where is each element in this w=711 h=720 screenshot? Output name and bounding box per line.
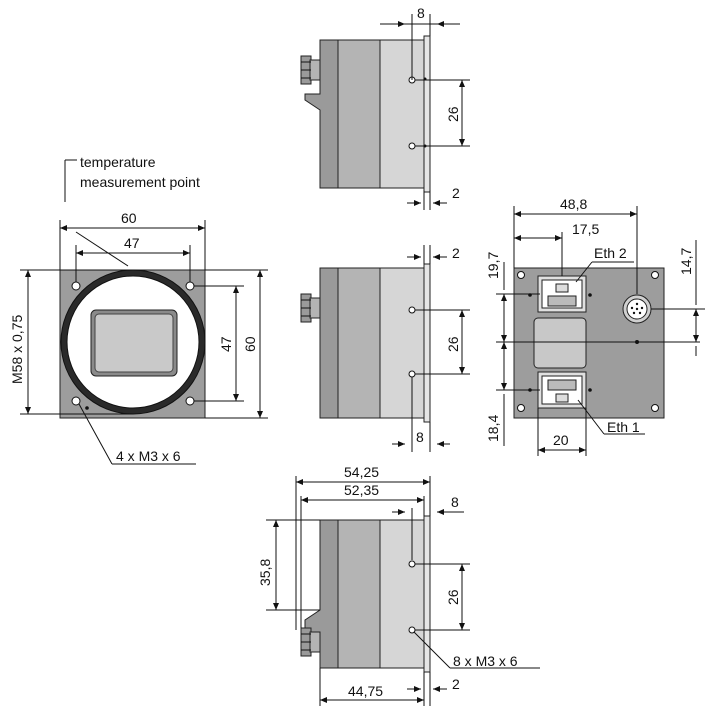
eth1-port bbox=[537, 371, 587, 409]
side-dim-8: 8 bbox=[416, 429, 424, 445]
front-dim-thread: M58 x 0,75 bbox=[9, 315, 25, 384]
front-hole-tl bbox=[71, 281, 81, 291]
top-view: 8 26 2 bbox=[300, 5, 470, 210]
rear-dim-19-7: 19,7 bbox=[485, 252, 501, 279]
bottom-holes-label: 8 x M3 x 6 bbox=[453, 653, 518, 669]
bottom-dim-26: 26 bbox=[445, 589, 461, 605]
front-dim-60-width: 60 bbox=[121, 210, 137, 226]
side-hole-1 bbox=[408, 306, 416, 314]
side-hole-2 bbox=[408, 370, 416, 378]
rear-dim-20: 20 bbox=[553, 432, 569, 448]
power-io-connector bbox=[622, 294, 652, 324]
bottom-dim-54-25: 54,25 bbox=[344, 464, 379, 480]
rear-hole-bl bbox=[517, 404, 525, 412]
rear-label-eth2: Eth 2 bbox=[594, 245, 627, 261]
rear-hole-br bbox=[651, 404, 659, 412]
label-temperature: temperature bbox=[80, 154, 156, 170]
top-hole-2 bbox=[408, 142, 416, 150]
bottom-dim-44-75: 44,75 bbox=[348, 683, 383, 699]
rear-window bbox=[533, 317, 587, 369]
bottom-dim-35-8: 35,8 bbox=[257, 559, 273, 586]
front-dim-47-v: 47 bbox=[218, 336, 234, 352]
rear-dim-48-8: 48,8 bbox=[560, 196, 587, 212]
rear-hole-tr bbox=[651, 271, 659, 279]
bottom-connector bbox=[300, 627, 321, 657]
rear-dim-17-5: 17,5 bbox=[572, 221, 599, 237]
bottom-view: 54,25 52,35 8 35,8 26 8 x M3 x 6 44,75 bbox=[257, 464, 540, 706]
rear-hole-tl bbox=[517, 271, 525, 279]
sensor bbox=[94, 313, 174, 373]
front-hole-br bbox=[185, 396, 195, 406]
side-view: 2 26 8 bbox=[300, 245, 470, 452]
temperature-leader bbox=[75, 231, 129, 267]
rear-view: 48,8 17,5 Eth 2 19,7 14,7 18,4 20 bbox=[485, 196, 705, 456]
front-dim-47-h: 47 bbox=[124, 235, 140, 251]
front-dim-60-height: 60 bbox=[242, 336, 258, 352]
bottom-dim-8: 8 bbox=[451, 494, 459, 510]
side-body-rear bbox=[379, 267, 431, 419]
top-dim-26: 26 bbox=[445, 106, 461, 122]
bottom-front-plate bbox=[423, 515, 431, 673]
front-holes-label: 4 x M3 x 6 bbox=[116, 448, 181, 464]
side-body-section bbox=[337, 267, 381, 419]
bottom-body-rear bbox=[379, 519, 431, 669]
eth2-port bbox=[537, 275, 587, 313]
side-dim-26: 26 bbox=[445, 336, 461, 352]
front-hole-bl bbox=[71, 396, 81, 406]
bottom-body-section bbox=[337, 519, 381, 669]
side-front-plate bbox=[423, 263, 431, 423]
top-dim-8: 8 bbox=[417, 5, 425, 21]
front-hole-tr bbox=[185, 281, 195, 291]
rear-label-eth1: Eth 1 bbox=[607, 419, 640, 435]
side-dim-2: 2 bbox=[452, 245, 460, 261]
front-view: temperature measurement point 60 47 M58 … bbox=[9, 154, 268, 465]
bottom-dim-52-35: 52,35 bbox=[344, 482, 379, 498]
bottom-dim-2: 2 bbox=[452, 676, 460, 692]
top-dim-2: 2 bbox=[452, 185, 460, 201]
top-body-rear bbox=[379, 39, 431, 189]
top-body-section bbox=[337, 39, 381, 189]
top-connector bbox=[300, 55, 321, 85]
label-measurement-point: measurement point bbox=[80, 174, 200, 190]
side-connector bbox=[300, 293, 321, 323]
rear-dim-18-4: 18,4 bbox=[485, 415, 501, 442]
top-front-plate bbox=[423, 35, 431, 193]
temperature-point bbox=[85, 406, 89, 410]
bottom-hole-1 bbox=[408, 560, 416, 568]
rear-dim-14-7: 14,7 bbox=[678, 248, 694, 275]
